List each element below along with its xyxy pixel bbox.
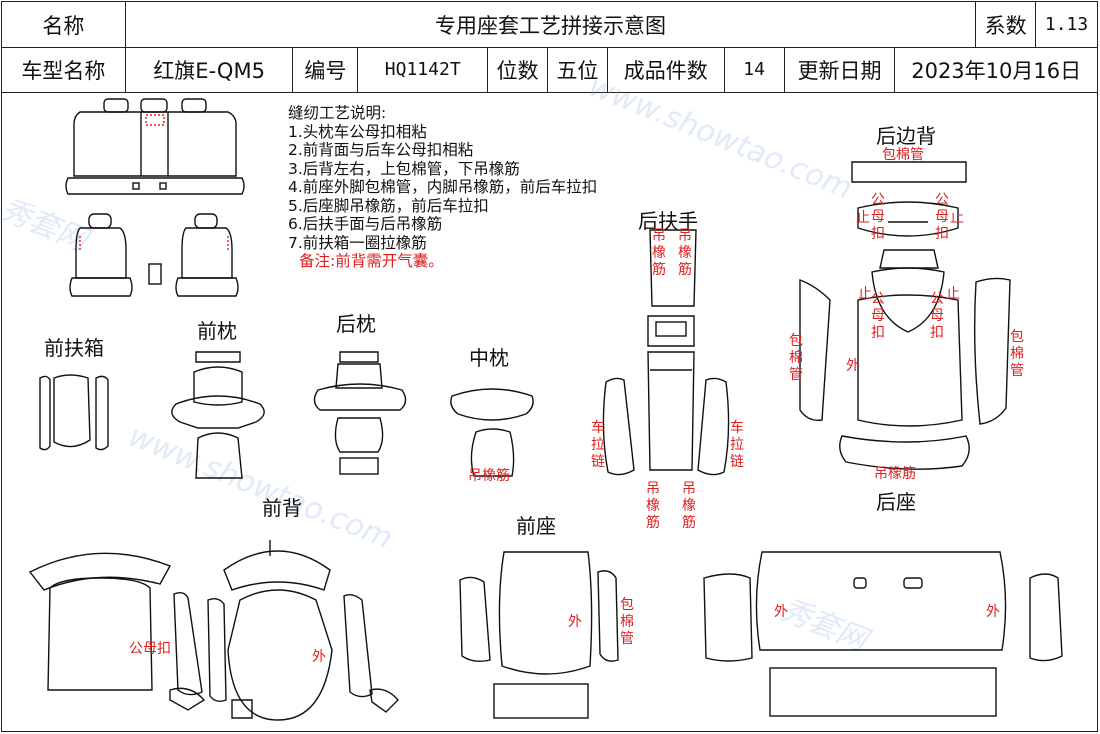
note-stop: 止	[856, 210, 870, 226]
note-wadding-tube: 包棉管	[789, 333, 803, 383]
code-value: HQ1142T	[358, 47, 489, 92]
date-label: 更新日期	[785, 47, 896, 92]
note-wadding-tube: 包棉管	[882, 147, 924, 163]
label-front-headrest: 前枕	[197, 319, 237, 343]
note-item: 7.前扶箱一圈拉橡筋	[288, 233, 427, 252]
note-stop: 止	[858, 286, 872, 302]
notes-title: 缝纫工艺说明:	[288, 104, 387, 122]
model-label: 车型名称	[2, 47, 126, 92]
note-hanging-elastic: 吊橡筋	[652, 228, 666, 278]
note-outside: 外	[568, 614, 582, 630]
label-rear-headrest: 后枕	[336, 312, 376, 336]
note-snap-fastener: 公母扣	[935, 192, 949, 242]
note-item: 5.后座脚吊橡筋，前后车拉扣	[288, 196, 489, 215]
note-snap-fastener: 公母扣	[871, 192, 885, 242]
note-outside: 外	[312, 649, 326, 665]
note-snap-fastener: 公母扣	[129, 641, 171, 657]
note-item: 4.前座外脚包棉管，内脚吊橡筋，前后车拉扣	[288, 178, 598, 196]
sewing-notes: 缝纫工艺说明: 1.头枕车公母扣相粘 2.前背面与后车公母扣相粘 3.后背左右，…	[288, 104, 597, 271]
note-item: 3.后背左右，上包棉管，下吊橡筋	[288, 159, 520, 178]
note-snap-fastener: 公母扣	[930, 291, 944, 341]
rear-back-pieces	[799, 161, 1011, 470]
note-item: 6.后扶手面与后吊橡筋	[288, 215, 443, 233]
name-label: 名称	[2, 2, 126, 47]
seats-value: 五位	[548, 47, 608, 92]
note-hanging-elastic: 吊橡筋	[874, 466, 916, 482]
coef-label: 系数	[976, 2, 1037, 47]
label-mid-headrest: 中枕	[469, 346, 509, 370]
note-zipper: 车拉链	[730, 420, 744, 470]
note-item: 2.前背面与后车公母扣相粘	[288, 141, 474, 159]
label-rear-armrest: 后扶手	[638, 209, 698, 233]
date-value: 2023年10月16日	[911, 58, 1082, 83]
front-seat-overview-left	[69, 213, 133, 297]
code-label: 编号	[293, 47, 359, 92]
note-hanging-elastic: 吊橡筋	[646, 481, 660, 531]
front-back-pieces	[28, 540, 399, 721]
pieces-label: 成品件数	[608, 47, 725, 92]
front-seat-pieces	[459, 551, 619, 719]
model-value: 红旗E-QM5	[126, 47, 294, 92]
note-stop: 止	[946, 286, 960, 302]
note-stop: 止	[950, 210, 964, 226]
note-item: 1.头枕车公母扣相粘	[288, 122, 427, 141]
header-row-title: 名称 专用座套工艺拼接示意图 系数 1.13	[2, 2, 1097, 48]
pieces-value: 14	[725, 47, 785, 92]
mid-headrest-pieces	[450, 388, 534, 477]
label-front-seat: 前座	[516, 514, 556, 538]
front-armrest-pieces	[39, 374, 109, 451]
note-wadding-tube: 包棉管	[620, 597, 634, 647]
rear-armrest-pieces	[602, 229, 730, 476]
note-outside: 外	[986, 604, 1000, 620]
header-row-info: 车型名称 红旗E-QM5 编号 HQ1142T 位数 五位 成品件数 14 更新…	[2, 47, 1097, 93]
label-front-armrest-box: 前扶箱	[44, 336, 104, 360]
sheet-title: 专用座套工艺拼接示意图	[126, 2, 977, 47]
note-wadding-tube: 包棉管	[1010, 329, 1024, 379]
note-hanging-elastic: 吊橡筋	[678, 228, 692, 278]
note-snap-fastener: 公母扣	[871, 291, 885, 341]
rear-seat-pieces	[703, 551, 1063, 717]
seats-label: 位数	[488, 47, 548, 92]
label-front-back: 前背	[262, 496, 302, 520]
note-outside: 外	[774, 604, 788, 620]
label-rear-back: 后边背	[876, 124, 936, 148]
coef-value: 1.13	[1044, 14, 1089, 35]
note-zipper: 车拉链	[591, 420, 605, 470]
note-hanging-elastic: 吊橡筋	[468, 468, 510, 484]
front-seat-overview-right	[148, 213, 239, 297]
rear-headrest-pieces	[313, 351, 407, 475]
front-headrest-pieces	[171, 351, 265, 479]
notes-remark: 备注:前背需开气囊。	[299, 252, 444, 270]
note-hanging-elastic: 吊橡筋	[682, 481, 696, 531]
label-rear-seat: 后座	[876, 490, 916, 514]
rear-bench-overview	[65, 98, 245, 195]
note-outside: 外	[846, 358, 860, 374]
